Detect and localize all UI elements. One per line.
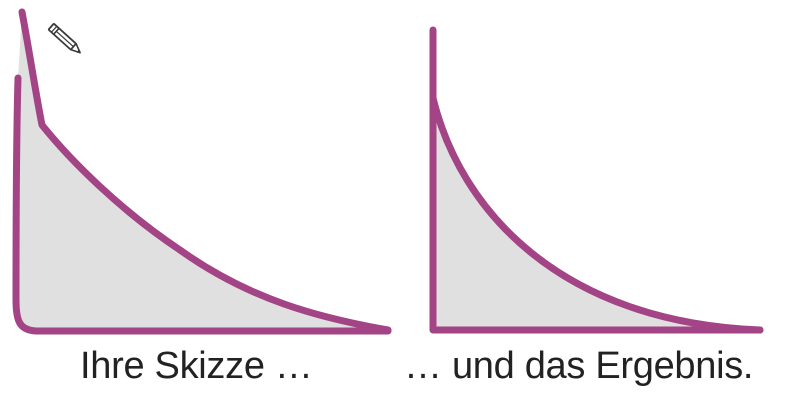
result-caption: … und das Ergebnis. bbox=[404, 345, 754, 387]
sketch-axes bbox=[12, 74, 392, 335]
result-curve bbox=[429, 94, 764, 334]
sketch-caption: Ihre Skizze … bbox=[80, 345, 313, 387]
result-axes bbox=[429, 26, 764, 334]
sketch-panel bbox=[12, 8, 392, 335]
pencil-icon bbox=[47, 23, 81, 54]
sketch-curve bbox=[18, 8, 392, 334]
result-fill-area bbox=[433, 98, 760, 330]
result-panel bbox=[429, 26, 764, 334]
sketch-fill-area bbox=[16, 12, 388, 331]
